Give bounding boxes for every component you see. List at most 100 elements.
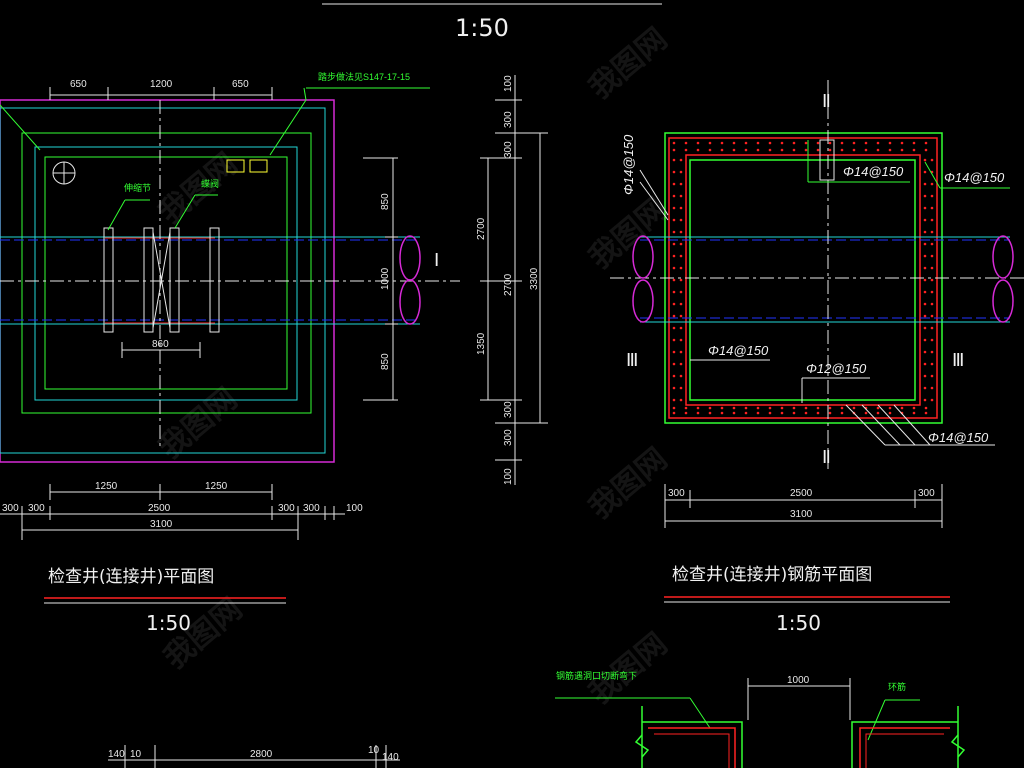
- rebar-dot: [672, 254, 676, 258]
- rebar-dot: [672, 350, 676, 354]
- rebar-plan-scale: 1:50: [776, 611, 821, 635]
- rebar-dot: [930, 158, 934, 162]
- rebar-dot: [684, 411, 688, 415]
- rebar-dot: [679, 362, 683, 366]
- rebar-dot: [679, 386, 683, 390]
- rebar-dot: [930, 314, 934, 318]
- rebar-dot: [924, 141, 928, 145]
- section-mark-bottom: Ⅱ: [822, 447, 831, 467]
- rebar-dot: [923, 338, 927, 342]
- rebar-dot: [923, 206, 927, 210]
- rebar-dot: [828, 411, 832, 415]
- rebar-dot: [732, 406, 736, 410]
- rebar-detail-box: [819, 139, 835, 181]
- rebar-dot: [768, 406, 772, 410]
- rebar-dot: [672, 398, 676, 402]
- dim-top-right: 650: [232, 79, 249, 90]
- rebar-dot: [923, 266, 927, 270]
- flange-icon: [143, 227, 154, 333]
- rebar-dim-300-right: 300: [918, 488, 935, 499]
- rebar-dim-300-left: 300: [668, 488, 685, 499]
- rebar-dot: [679, 230, 683, 234]
- rebar-dot: [679, 338, 683, 342]
- rebar-dot: [923, 170, 927, 174]
- rebar-dot: [923, 242, 927, 246]
- section-mark-top: Ⅱ: [822, 91, 831, 111]
- rebar-dot: [672, 278, 676, 282]
- dim-right-bottom: 850: [380, 353, 391, 370]
- rebar-dot: [930, 362, 934, 366]
- bottom-section-dims: 140 10 2800 10 140: [108, 745, 400, 768]
- dim-bottom-100: 100: [346, 503, 363, 514]
- pipe-end-icon: [992, 279, 1014, 323]
- rebar-dot: [840, 148, 844, 152]
- rebar-dot: [912, 406, 916, 410]
- rebar-dot: [679, 350, 683, 354]
- rebar-dot: [923, 398, 927, 402]
- rebar-dot: [923, 254, 927, 258]
- rebar-dot: [768, 411, 772, 415]
- rebar-dot: [679, 242, 683, 246]
- rebar-dot: [923, 194, 927, 198]
- rebar-dot: [924, 406, 928, 410]
- rebar-label-top-inner: Φ14@150: [843, 164, 904, 179]
- detail-slab-left: [642, 721, 743, 768]
- rebar-dot: [923, 182, 927, 186]
- rebar-dots-group: [672, 141, 934, 415]
- pipe-end-icon: [399, 279, 421, 325]
- rebar-leader: [639, 181, 669, 221]
- dim-right-top: 850: [380, 193, 391, 210]
- ladder-step-icon: [249, 159, 268, 173]
- section-mark-left: Ⅲ: [626, 350, 638, 370]
- rebar-dot: [888, 406, 892, 410]
- rebar-dot: [672, 326, 676, 330]
- rebar-dot: [923, 158, 927, 162]
- rebar-dot: [930, 266, 934, 270]
- rebar-dot: [840, 411, 844, 415]
- watermark-text: 我图网: [583, 21, 674, 106]
- rebar-dot: [930, 326, 934, 330]
- rebar-inner-wall: [689, 159, 916, 401]
- rebar-dot: [672, 194, 676, 198]
- rebar-dot: [930, 194, 934, 198]
- rebar-dot: [696, 148, 700, 152]
- rebar-dot: [672, 411, 676, 415]
- rebar-dot: [679, 326, 683, 330]
- rebar-dot: [720, 411, 724, 415]
- rebar-dot: [930, 302, 934, 306]
- rebar-leader: [924, 161, 941, 189]
- opening-detail-view: 钢筋遇洞口切断弯下 1000 环筋: [555, 670, 966, 768]
- rebar-dot: [816, 141, 820, 145]
- dim-v-100-top: 100: [503, 75, 514, 92]
- butterfly-valve-icon: [152, 231, 171, 329]
- rebar-dot: [828, 148, 832, 152]
- rebar-leader: [861, 404, 901, 446]
- detail-dim-1000: 1000: [787, 675, 810, 686]
- rebar-dot: [930, 230, 934, 234]
- rebar-dot: [804, 406, 808, 410]
- dim-860: 860: [152, 339, 169, 350]
- dim-v-300c: 300: [503, 401, 514, 418]
- rebar-label-bottom-inner: Φ12@150: [806, 361, 867, 376]
- rebar-dot: [923, 230, 927, 234]
- watermark-text: 我图网: [583, 191, 674, 276]
- rebar-dot: [876, 141, 880, 145]
- rebar-dot: [696, 406, 700, 410]
- detail-rebar-left: [648, 727, 736, 768]
- watermark-layer: 我图网 我图网 我图网 我图网 我图网 我图网 我图网: [153, 21, 674, 711]
- rebar-dot: [924, 148, 928, 152]
- rebar-dot: [923, 374, 927, 378]
- dim-plan-total: 3100: [150, 519, 173, 530]
- rebar-dim-2500: 2500: [790, 488, 813, 499]
- rebar-dot: [900, 148, 904, 152]
- rebar-dot: [672, 314, 676, 318]
- rebar-dot: [672, 218, 676, 222]
- rebar-dot: [756, 148, 760, 152]
- rebar-dot: [679, 374, 683, 378]
- rebar-dot: [696, 141, 700, 145]
- rebar-dot: [804, 148, 808, 152]
- manhole-plan-view: Ⅰ 伸缩节 蝶阀 860 650 1200 650 踏步做法见S147-17-1…: [0, 71, 460, 635]
- rebar-dot: [840, 141, 844, 145]
- bottom-dim-140-right: 140: [382, 752, 399, 763]
- flange-icon: [103, 227, 114, 333]
